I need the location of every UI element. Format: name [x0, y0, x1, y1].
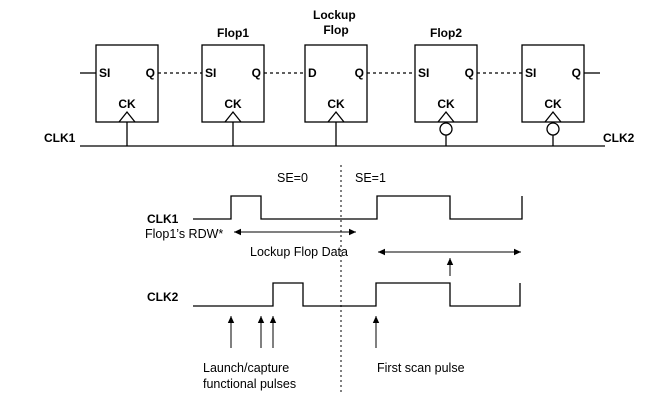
- flop-3-out-pin: Q: [465, 66, 474, 80]
- flop-3-clk-pin: CK: [437, 97, 455, 111]
- timing-diagram: SE=0 SE=1 CLK1 Flop1’s RDW* Lockup Flop …: [145, 165, 523, 395]
- flop-1-in-pin: SI: [205, 66, 216, 80]
- first-scan-label: First scan pulse: [377, 361, 465, 375]
- flop-1-title: Flop1: [217, 26, 249, 40]
- launch-label-line-2: functional pulses: [203, 377, 296, 391]
- rdw-label: Flop1’s RDW*: [145, 227, 223, 241]
- flop-0-clk-pin: CK: [118, 97, 136, 111]
- clk2-wave-label: CLK2: [147, 290, 179, 304]
- flop-0-in-pin: SI: [99, 66, 110, 80]
- flop-3-box: [414, 44, 478, 123]
- clk1-waveform: [193, 195, 523, 220]
- launch-label-line-1: Launch/capture: [203, 361, 289, 375]
- lockup-data-label: Lockup Flop Data: [250, 245, 348, 259]
- se1-label: SE=1: [355, 171, 386, 185]
- flop-0-out-pin: Q: [146, 66, 155, 80]
- se0-label: SE=0: [277, 171, 308, 185]
- flop-2-clk-pin: CK: [327, 97, 345, 111]
- flop-2-clk-triangle: [327, 110, 345, 123]
- flop-2-title: Lockup Flop: [313, 8, 359, 37]
- clock-net-left-label: CLK1: [44, 131, 76, 145]
- flop-4-clk-bubble: [546, 122, 560, 136]
- flop-2-title-line-1: Lockup: [313, 8, 356, 22]
- flop-3-title: Flop2: [430, 26, 462, 40]
- flop-2-title-line-2: Flop: [323, 23, 348, 37]
- clk2-waveform: [193, 282, 521, 307]
- flop-4-clk-triangle: [544, 110, 562, 123]
- flop-4-box: [521, 44, 585, 123]
- flop-4-clk-pin: CK: [544, 97, 562, 111]
- flop-2-in-pin: D: [308, 66, 317, 80]
- flop-4-in-pin: SI: [525, 66, 536, 80]
- clk1-wave-label: CLK1: [147, 212, 179, 226]
- flop-4-out-pin: Q: [572, 66, 581, 80]
- clock-net-right-label: CLK2: [603, 131, 635, 145]
- flop-2-out-pin: Q: [355, 66, 364, 80]
- schematic: [80, 44, 605, 147]
- flop-1-clk-pin: CK: [224, 97, 242, 111]
- flop-3-clk-bubble: [439, 122, 453, 136]
- flop-pin-labels: SI Q CK SI Q CK D Q CK SI Q CK SI Q CK: [99, 66, 581, 111]
- flop-3-clk-triangle: [437, 110, 455, 123]
- flop-0-clk-triangle: [118, 110, 136, 123]
- flop-1-out-pin: Q: [252, 66, 261, 80]
- flop-1-clk-triangle: [224, 110, 242, 123]
- flop-titles: Flop1 Lockup Flop Flop2: [217, 8, 462, 40]
- flop-3-in-pin: SI: [418, 66, 429, 80]
